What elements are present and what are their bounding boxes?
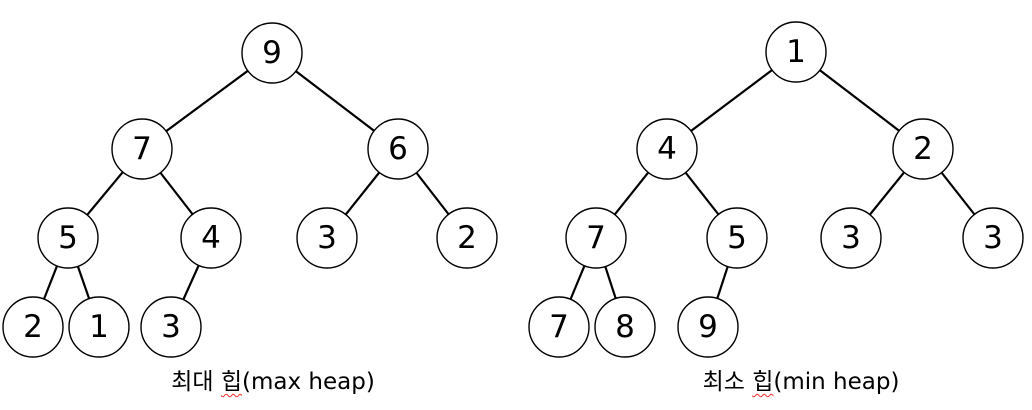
caption-max-korean: 최대 xyxy=(171,369,221,395)
max-heap-node: 6 xyxy=(367,118,429,180)
caption-min-korean-misspelled: 힙 xyxy=(752,369,774,395)
min-heap-node-circle xyxy=(677,296,739,358)
min-heap-node-value: 1 xyxy=(786,34,806,70)
max-heap-node-value: 1 xyxy=(89,309,109,345)
min-heap-node: 3 xyxy=(820,207,882,269)
caption-min-latin: (min heap) xyxy=(773,369,900,395)
max-heap-node-value: 3 xyxy=(161,309,181,345)
min-heap-node-value: 9 xyxy=(698,309,718,345)
min-heap-node: 4 xyxy=(636,118,698,180)
max-heap-node-value: 2 xyxy=(457,220,477,256)
max-heap-node-value: 7 xyxy=(132,131,152,167)
min-heap-node-circle xyxy=(706,207,768,269)
max-heap-node-circle xyxy=(180,207,242,269)
min-heap-node-circle xyxy=(636,118,698,180)
max-heap-node-circle xyxy=(37,207,99,269)
max-heap-node-value: 6 xyxy=(388,131,408,167)
max-heap-node-value: 5 xyxy=(58,220,78,256)
max-heap-tree: 9 7 6 5 4 3 2 2 1 3 xyxy=(2,22,498,358)
min-heap-node-value: 2 xyxy=(913,131,933,167)
max-heap-node-circle xyxy=(2,296,64,358)
max-heap-node: 1 xyxy=(68,296,130,358)
min-heap-node: 2 xyxy=(892,118,954,180)
min-heap-node-circle xyxy=(765,21,827,83)
max-heap-node: 9 xyxy=(241,22,303,84)
caption-min-heap: 최소 힙(min heap) xyxy=(703,369,900,397)
min-heap-tree: 1 4 2 7 5 3 3 7 8 9 xyxy=(528,21,1024,358)
min-heap-node-circle xyxy=(962,207,1024,269)
min-heap-node-circle xyxy=(528,296,590,358)
caption-max-latin: (max heap) xyxy=(242,369,375,395)
max-heap-node-circle xyxy=(140,296,202,358)
min-heap-node-value: 3 xyxy=(841,220,861,256)
max-heap-node-circle xyxy=(436,207,498,269)
max-heap-node-circle xyxy=(68,296,130,358)
caption-max-heap: 최대 힙(max heap) xyxy=(171,369,375,397)
max-heap-node-circle xyxy=(111,118,173,180)
min-heap-node: 9 xyxy=(677,296,739,358)
min-heap-node: 7 xyxy=(528,296,590,358)
max-heap-node-value: 4 xyxy=(201,220,221,256)
min-heap-node-value: 5 xyxy=(727,220,747,256)
min-heap-node: 5 xyxy=(706,207,768,269)
min-heap-node-circle xyxy=(820,207,882,269)
min-heap-node: 7 xyxy=(565,207,627,269)
max-heap-node: 2 xyxy=(436,207,498,269)
max-heap-node-value: 2 xyxy=(23,309,43,345)
min-heap-node: 3 xyxy=(962,207,1024,269)
min-heap-node-circle xyxy=(594,296,656,358)
max-heap-node: 5 xyxy=(37,207,99,269)
max-heap-node-circle xyxy=(367,118,429,180)
min-heap-node-value: 3 xyxy=(983,220,1003,256)
max-heap-node: 4 xyxy=(180,207,242,269)
max-heap-node: 3 xyxy=(140,296,202,358)
min-heap-node-value: 8 xyxy=(615,309,635,345)
max-heap-node-value: 3 xyxy=(317,220,337,256)
max-heap-node-value: 9 xyxy=(262,35,282,71)
max-heap-node: 3 xyxy=(296,207,358,269)
min-heap-node-value: 4 xyxy=(657,131,677,167)
min-heap-node-circle xyxy=(565,207,627,269)
max-heap-node-circle xyxy=(241,22,303,84)
min-heap-node: 8 xyxy=(594,296,656,358)
max-heap-node: 2 xyxy=(2,296,64,358)
min-heap-node-value: 7 xyxy=(586,220,606,256)
caption-max-korean-misspelled: 힙 xyxy=(220,369,243,395)
min-heap-node: 1 xyxy=(765,21,827,83)
max-heap-node-circle xyxy=(296,207,358,269)
min-heap-node-circle xyxy=(892,118,954,180)
max-heap-node: 7 xyxy=(111,118,173,180)
min-heap-node-value: 7 xyxy=(549,309,569,345)
caption-min-korean: 최소 xyxy=(702,369,753,395)
